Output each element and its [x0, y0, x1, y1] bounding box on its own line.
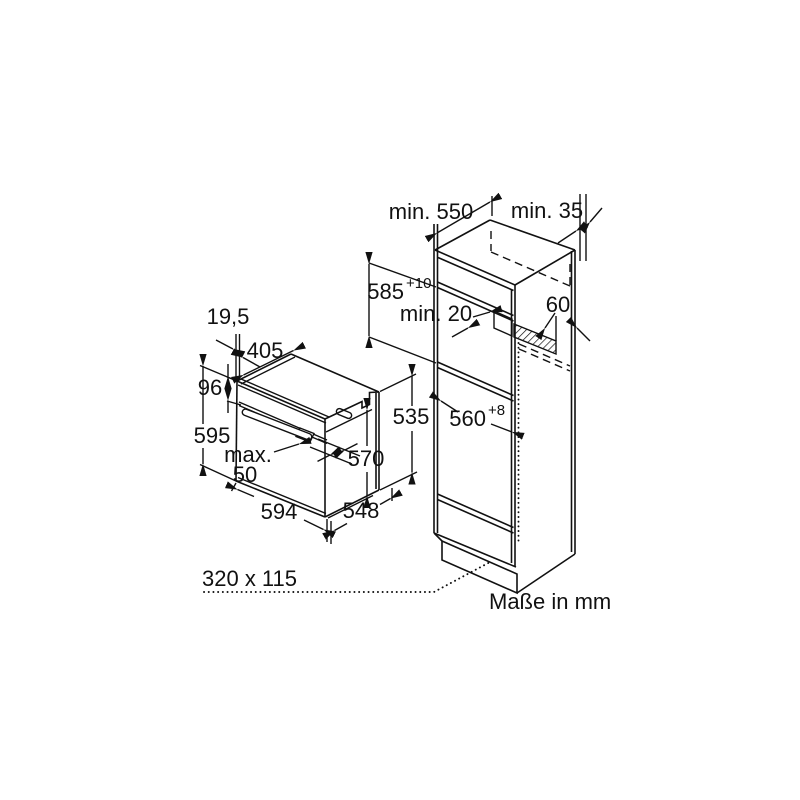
dim-top-depth-label: min. 550: [389, 199, 473, 224]
dim-niche-height-tolerance: +10: [406, 275, 431, 292]
side-panel-pointer: [565, 316, 591, 342]
dim-handle-protrusion: max. 50: [224, 436, 361, 487]
dim-body-depth-label: 548: [343, 498, 380, 523]
dim-wall-clearance-label: min. 35: [511, 198, 583, 223]
dim-handle-protrusion-label1: max.: [224, 442, 272, 467]
dim-door-height-label: 570: [348, 446, 385, 471]
dim-panel-height: 96: [198, 364, 242, 413]
plinth-vent-annotation: 320 x 115: [202, 560, 493, 593]
dim-front-height-label: 595: [194, 423, 231, 448]
dim-niche-width-tolerance: +8: [488, 402, 505, 419]
dim-rear-clearance: min. 20: [400, 301, 503, 338]
dim-door-height: 570: [325, 397, 385, 519]
dim-front-width-label: 594: [261, 499, 298, 524]
dim-panel-height-label: 96: [198, 375, 222, 400]
dim-body-depth: 548: [322, 488, 403, 540]
dim-top-depth: min. 550: [389, 192, 503, 243]
rear-spacer: [493, 309, 513, 338]
cabinet-drawing: [433, 194, 587, 595]
dim-wall-clearance: min. 35: [511, 198, 603, 244]
dim-vent-depth-label: 60: [546, 292, 570, 317]
dim-niche-height: 585 +10: [365, 251, 437, 364]
plinth-vent-leader: [203, 560, 493, 593]
oven-drawing: [235, 353, 380, 518]
units-note: Maße in mm: [489, 589, 611, 614]
grip-slot: [335, 407, 353, 420]
dim-frame-depth-label: 19,5: [207, 304, 250, 329]
dim-vent-depth: 60: [535, 292, 570, 341]
dim-side-height-label: 535: [393, 404, 430, 429]
dim-front-height: 595: [194, 353, 238, 482]
dim-rear-clearance-label: min. 20: [400, 301, 472, 326]
dim-oven-top-depth-label: 405: [247, 338, 284, 363]
dim-niche-width: 560 +8: [428, 391, 525, 440]
dim-niche-height-label: 585: [367, 279, 404, 304]
dim-oven-top-depth: 405: [231, 338, 306, 384]
dim-niche-width-label: 560: [449, 406, 486, 431]
dim-side-height: 535: [379, 363, 430, 491]
plinth-vent-label: 320 x 115: [202, 566, 297, 591]
